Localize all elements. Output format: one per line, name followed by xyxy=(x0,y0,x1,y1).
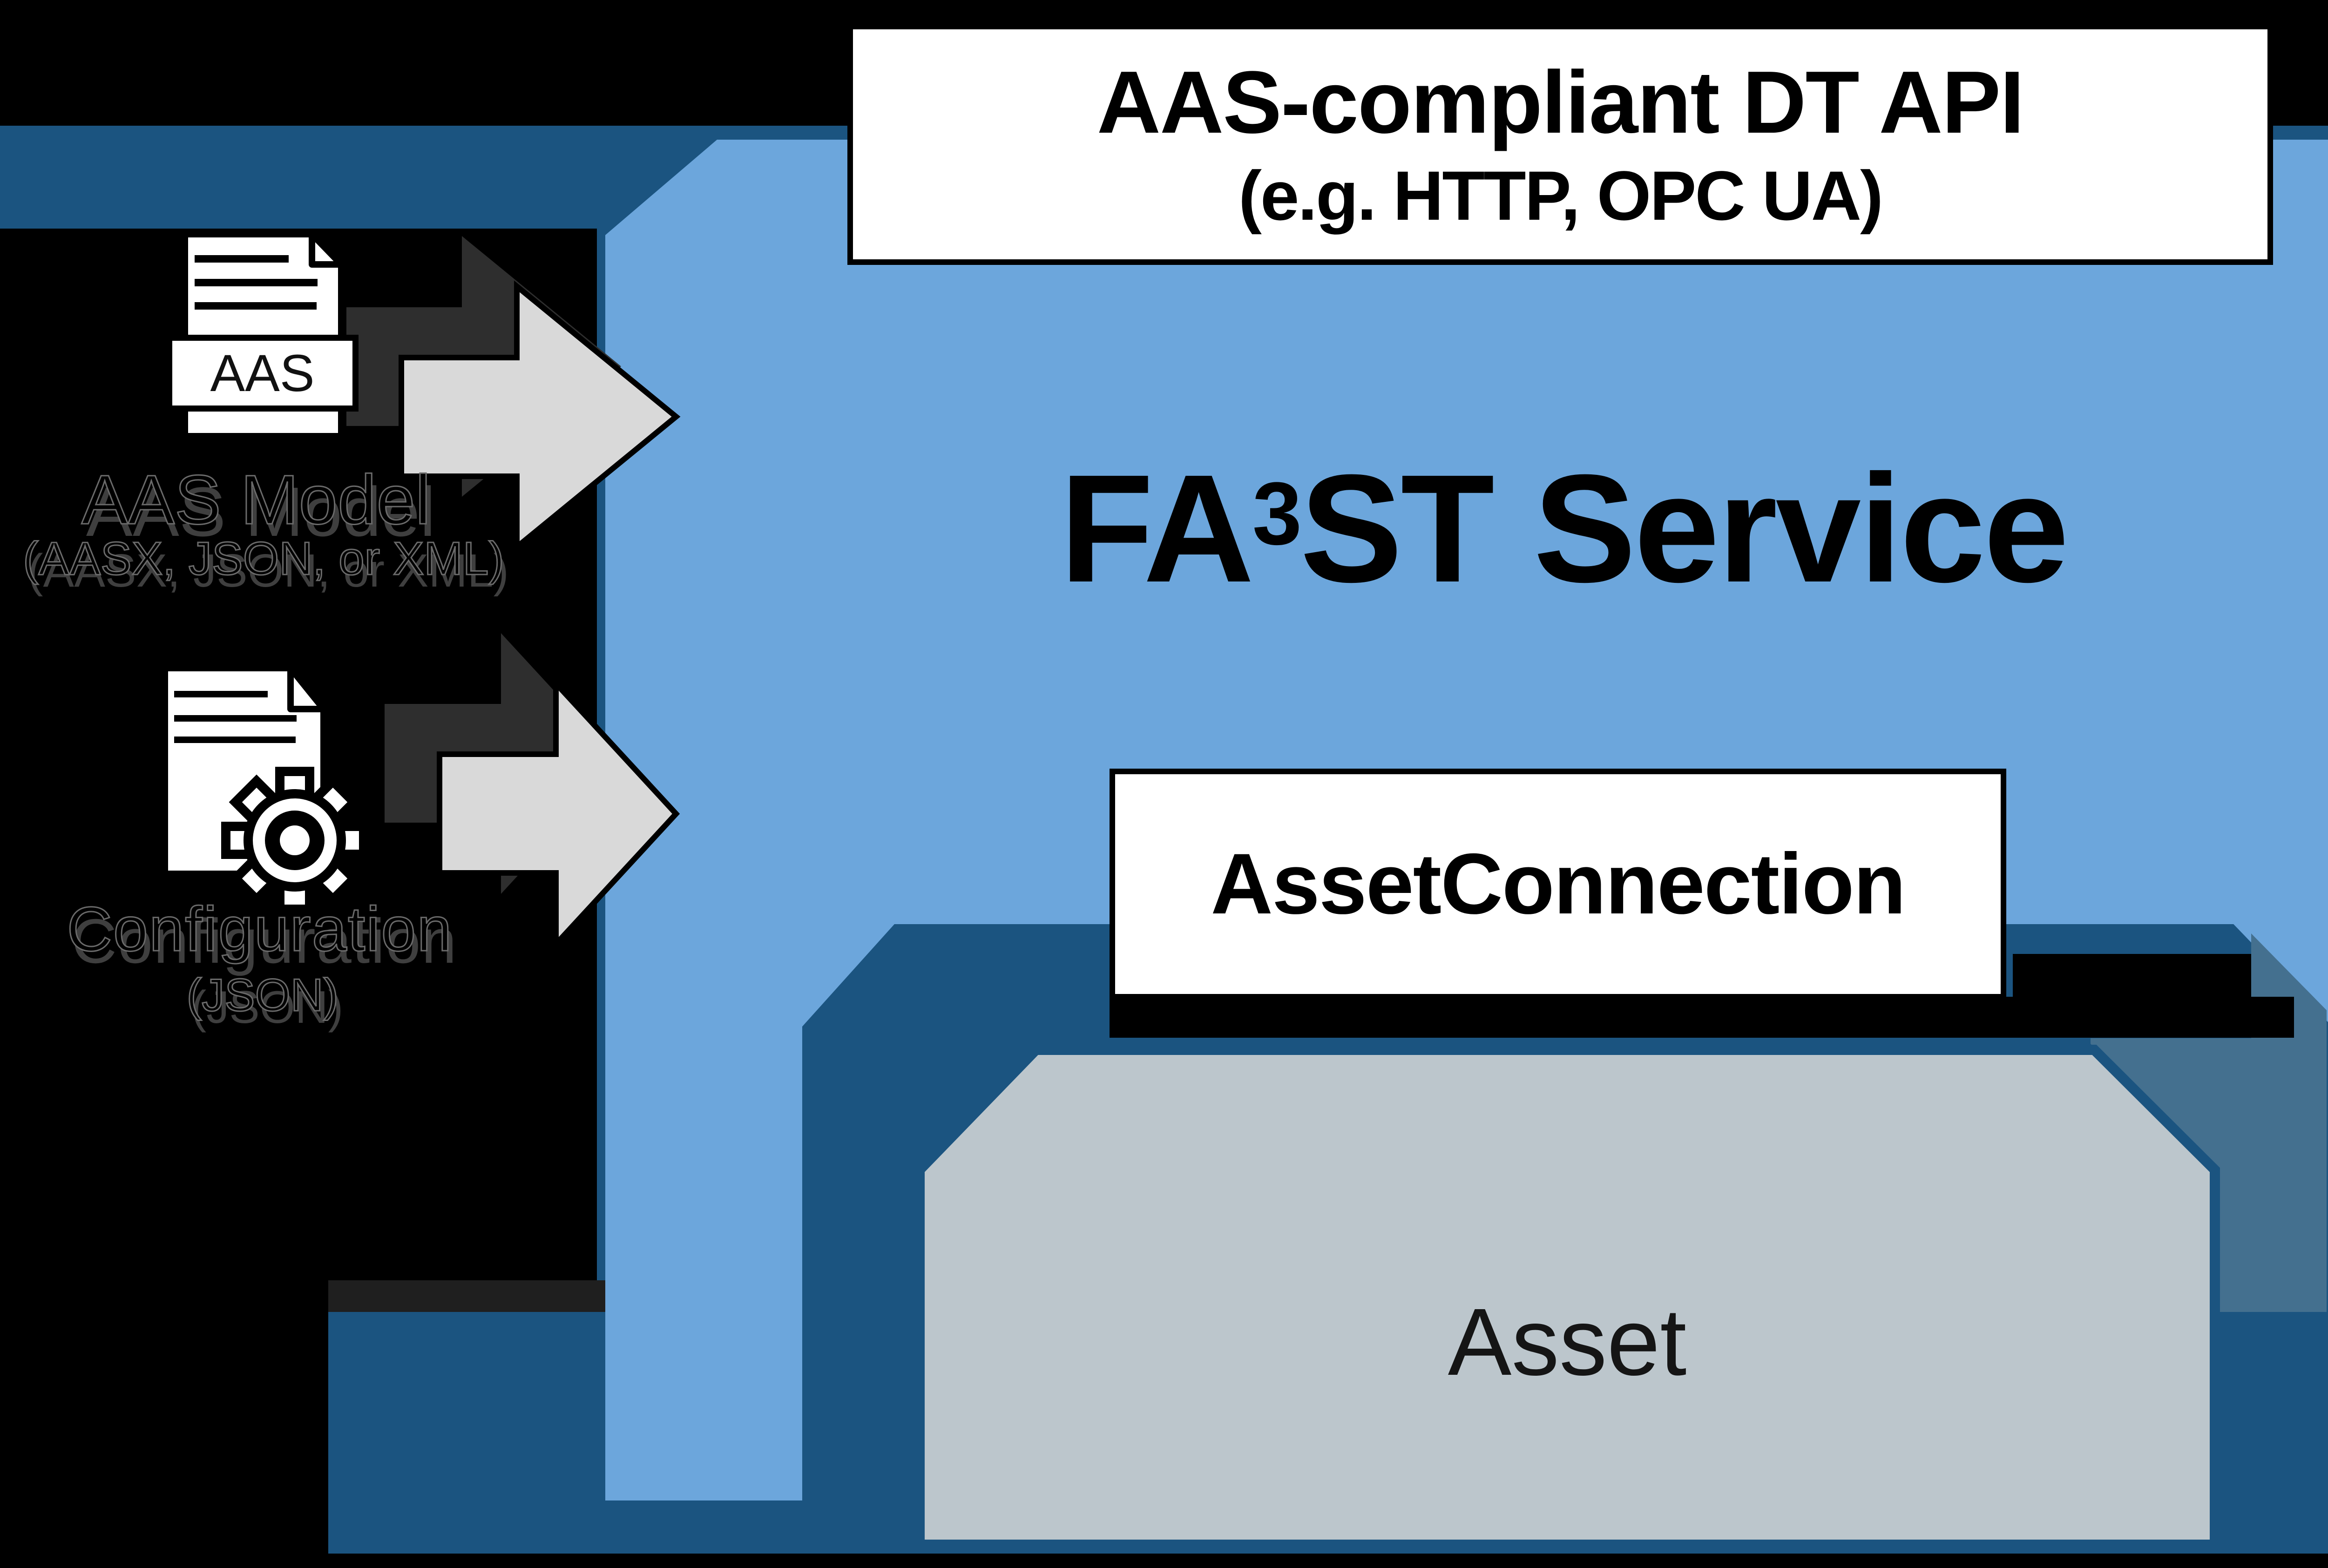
configuration-title: Configuration xyxy=(66,894,453,964)
api-box-subtitle: (e.g. HTTP, OPC UA) xyxy=(1238,156,1883,235)
model-input-arrow-icon xyxy=(399,280,681,553)
service-title: FA3ST Service xyxy=(605,452,2328,605)
aas-model-title: AAS Model xyxy=(81,460,431,539)
asset-label: Asset xyxy=(1448,1289,1687,1395)
asset-connection-label: AssetConnection xyxy=(1211,836,1906,932)
service-title-suffix: ST Service xyxy=(1300,442,2069,614)
gear-icon xyxy=(221,767,368,914)
api-box: AAS-compliant DT API (e.g. HTTP, OPC UA) xyxy=(847,24,2273,265)
service-title-superscript: 3 xyxy=(1252,463,1302,563)
aas-badge-label: AAS xyxy=(210,344,315,402)
asset-connection-box: AssetConnection xyxy=(1110,769,2006,1000)
config-input-arrow-icon xyxy=(437,676,680,952)
asset-box xyxy=(914,1045,2220,1550)
aas-model-subtitle: (AASX, JSON, or XML) xyxy=(22,533,505,585)
asset-connection-shadow-upper xyxy=(2013,954,2251,997)
bottom-left-shadow-strip xyxy=(328,1280,606,1312)
aas-badge: AAS xyxy=(166,335,359,412)
asset-connection-shadow-lower xyxy=(1110,997,2294,1038)
api-box-title: AAS-compliant DT API xyxy=(1096,53,2024,152)
service-title-prefix: FA xyxy=(1060,442,1254,614)
configuration-subtitle: (JSON) xyxy=(186,969,339,1021)
